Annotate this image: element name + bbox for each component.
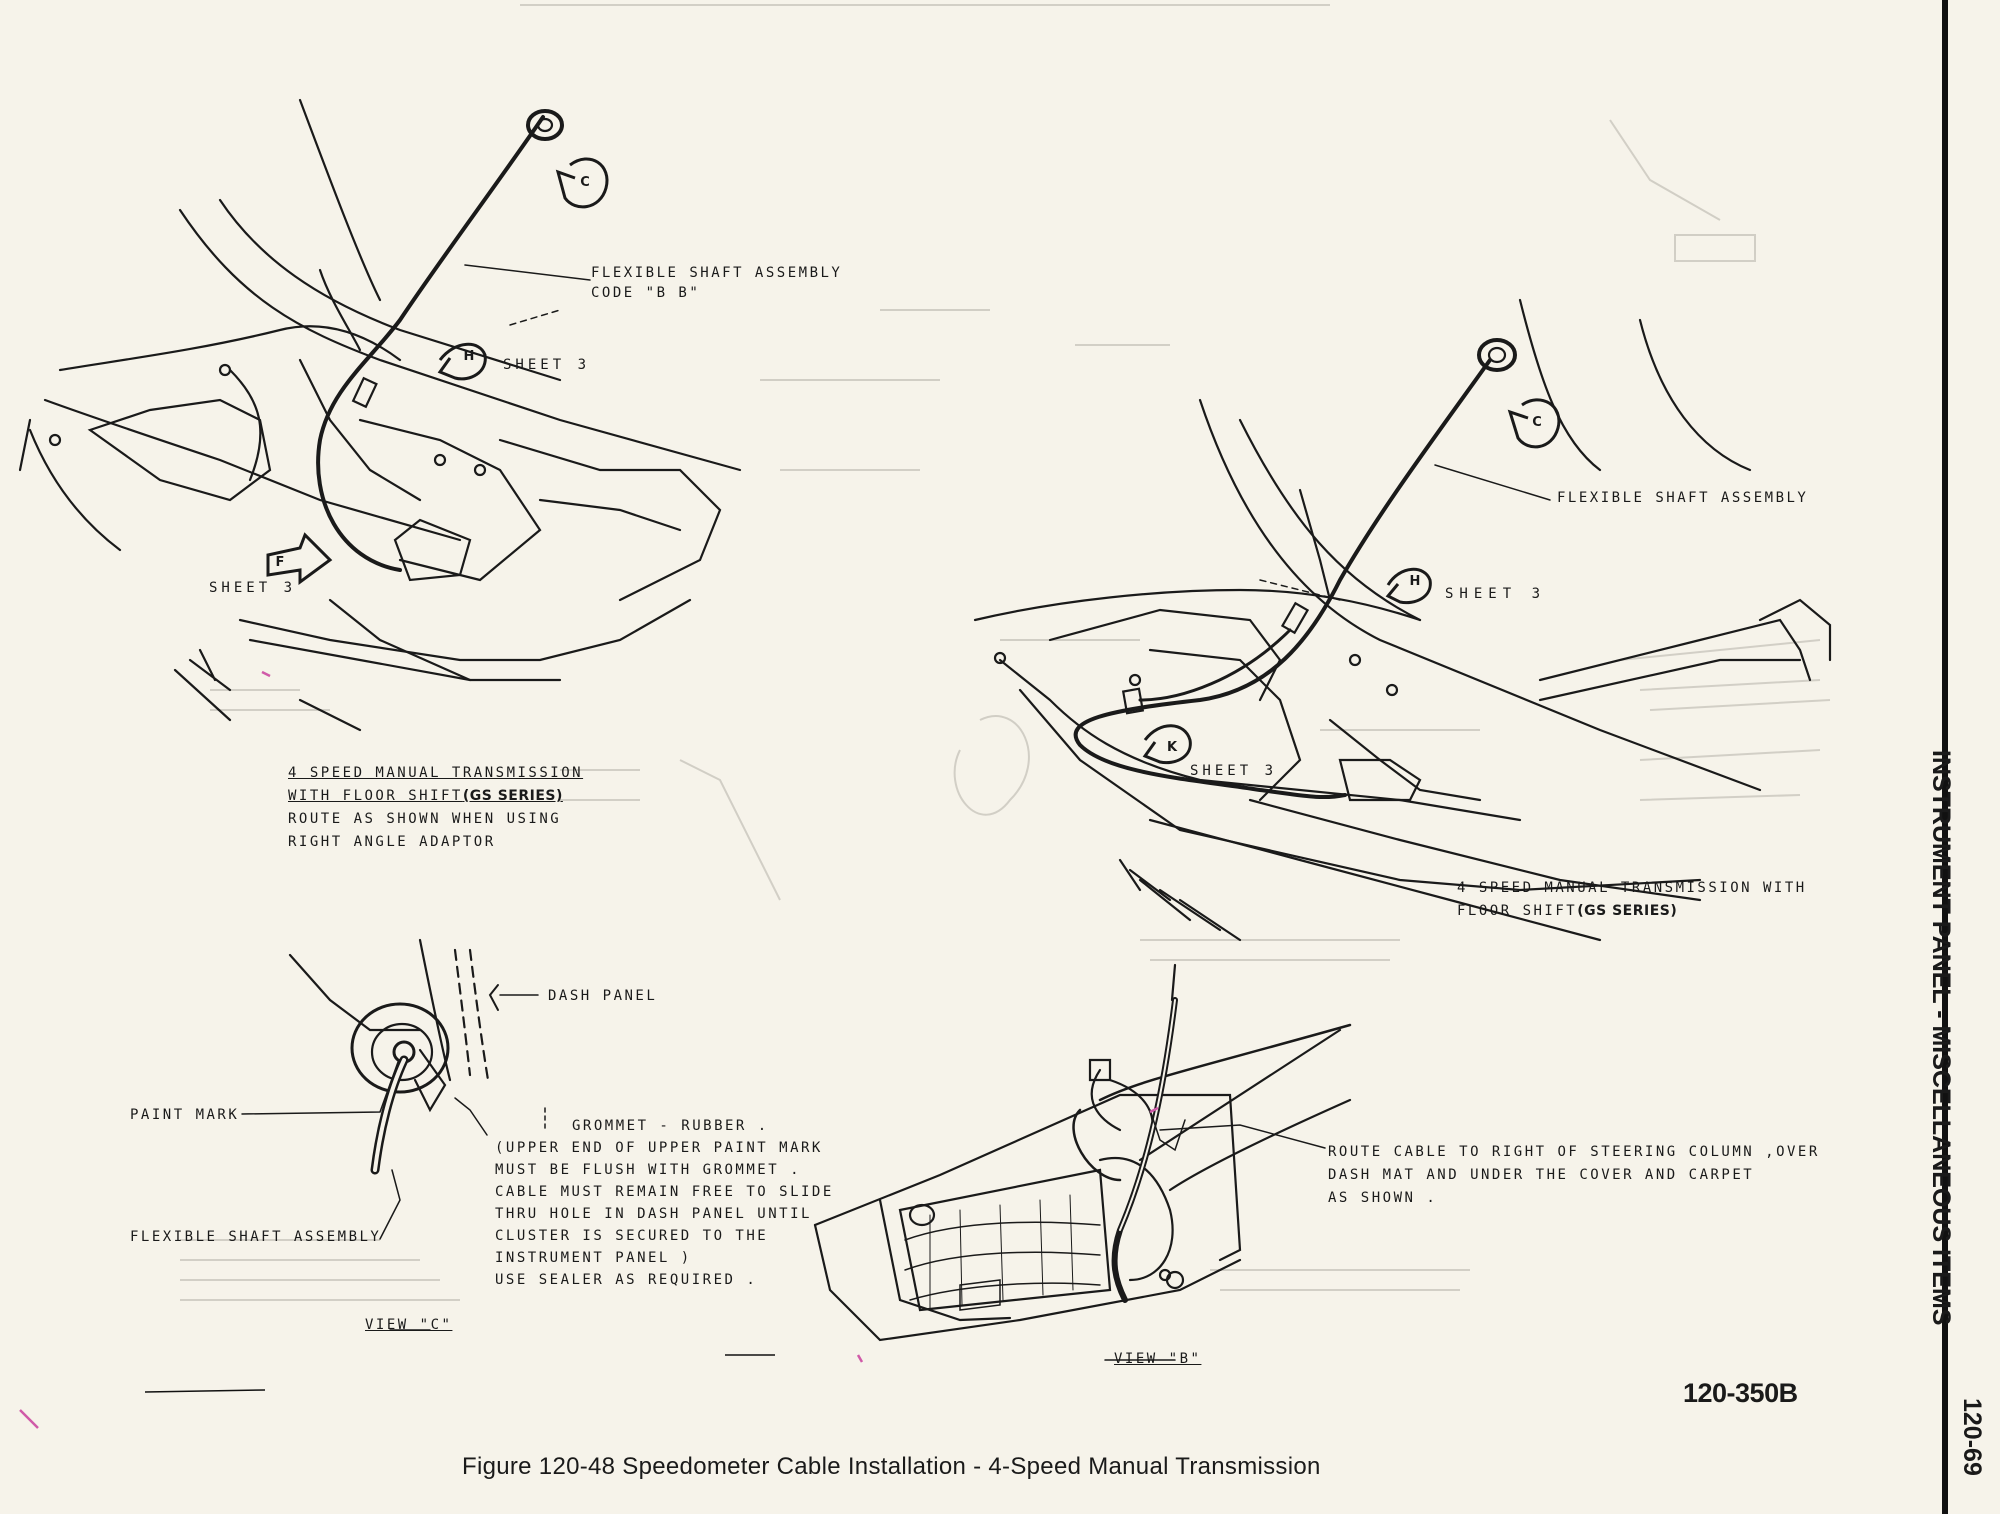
callout-f-arrow <box>266 532 333 585</box>
route-note-line3: AS SHOWN . <box>1328 1190 1438 1206</box>
upper-right-assembly <box>973 298 1832 942</box>
figure-caption: Figure 120-48 Speedometer Cable Installa… <box>462 1453 1321 1480</box>
flex-shaft-bb-line2: CODE "B B" <box>591 285 701 301</box>
upper-left-title-line2a: WITH FLOOR SHIFT <box>288 788 463 804</box>
callout-c-arrow <box>555 157 609 209</box>
upper-left-title-line2b: (GS SERIES) <box>462 788 563 804</box>
upper-right-title: 4 SPEED MANUAL TRANSMISSION WITH FLOOR S… <box>1457 877 1807 923</box>
page-number: 120-69 <box>1958 1398 1986 1476</box>
grommet-note-line8: USE SEALER AS REQUIRED . <box>495 1272 758 1288</box>
flex-shaft-view-c: FLEXIBLE SHAFT ASSEMBLY <box>130 1229 382 1245</box>
grommet-note-line3: MUST BE FLUSH WITH GROMMET . <box>495 1162 802 1178</box>
callout-h2-arrow <box>1385 567 1432 605</box>
view-b-detail <box>813 963 1352 1361</box>
callout-c: C <box>580 175 590 190</box>
callout-h2: H <box>1409 574 1421 589</box>
upper-left-note-line2: RIGHT ANGLE ADAPTOR <box>288 834 496 850</box>
upper-right-title-line2a: FLOOR SHIFT <box>1457 903 1578 919</box>
upper-right-callout-arrows <box>1142 398 1561 765</box>
page-frame <box>144 0 1948 1514</box>
flex-shaft-right: FLEXIBLE SHAFT ASSEMBLY <box>1557 490 1809 506</box>
upper-left-title-line1: 4 SPEED MANUAL TRANSMISSION <box>288 765 584 781</box>
upper-left-assembly <box>18 98 742 732</box>
stray-marks <box>19 670 1159 1429</box>
view-c-detail <box>241 938 546 1331</box>
grommet-note-line5: THRU HOLE IN DASH PANEL UNTIL <box>495 1206 812 1222</box>
flex-shaft-bb-line1: FLEXIBLE SHAFT ASSEMBLY <box>591 265 843 281</box>
upper-right-title-line1: 4 SPEED MANUAL TRANSMISSION WITH <box>1457 880 1807 896</box>
callout-k: K <box>1166 740 1178 755</box>
callout-k-arrow <box>1142 724 1192 765</box>
upper-right-title-line2b: (GS SERIES) <box>1577 903 1678 919</box>
upper-left-callout-arrows <box>266 157 609 585</box>
grommet-note: GROMMET - RUBBER . (UPPER END OF UPPER P… <box>495 1115 834 1291</box>
callout-h: H <box>463 349 475 364</box>
bleed-through-marks <box>180 4 1831 1301</box>
grommet-note-line1: GROMMET - RUBBER . <box>572 1118 769 1134</box>
view-c-label: VIEW "C" <box>365 1317 453 1333</box>
grommet-note-line4: CABLE MUST REMAIN FREE TO SLIDE <box>495 1184 834 1200</box>
sheet3-label-b: SHEET 3 <box>209 580 297 596</box>
view-b-label: VIEW "B" <box>1114 1351 1202 1367</box>
route-note: ROUTE CABLE TO RIGHT OF STEERING COLUMN … <box>1328 1141 1820 1210</box>
part-number: 120-350B <box>1683 1378 1798 1408</box>
callout-c2: C <box>1532 415 1542 430</box>
upper-left-note-line1: ROUTE AS SHOWN WHEN USING <box>288 811 562 827</box>
sheet3-right-b: SHEET 3 <box>1190 763 1278 779</box>
dash-panel-label: DASH PANEL <box>548 988 658 1004</box>
side-section-title: INSTRUMENT PANEL - MISCELLANEOUS ITEMS <box>1927 750 1955 1326</box>
paint-mark-label: PAINT MARK <box>130 1107 240 1123</box>
callout-c2-arrow <box>1507 398 1561 449</box>
grommet-note-line7: INSTRUMENT PANEL ) <box>495 1250 692 1266</box>
route-note-line1: ROUTE CABLE TO RIGHT OF STEERING COLUMN … <box>1328 1144 1820 1160</box>
sheet3-right-a: SHEET 3 <box>1445 586 1547 602</box>
upper-left-title: 4 SPEED MANUAL TRANSMISSION WITH FLOOR S… <box>288 762 583 854</box>
sheet3-label-a: SHEET 3 <box>503 357 591 373</box>
grommet-note-line6: CLUSTER IS SECURED TO THE <box>495 1228 769 1244</box>
route-note-line2: DASH MAT AND UNDER THE COVER AND CARPET <box>1328 1167 1755 1183</box>
callout-h-arrow <box>437 342 487 381</box>
callout-f: F <box>275 555 285 570</box>
grommet-note-line2: (UPPER END OF UPPER PAINT MARK <box>495 1140 823 1156</box>
